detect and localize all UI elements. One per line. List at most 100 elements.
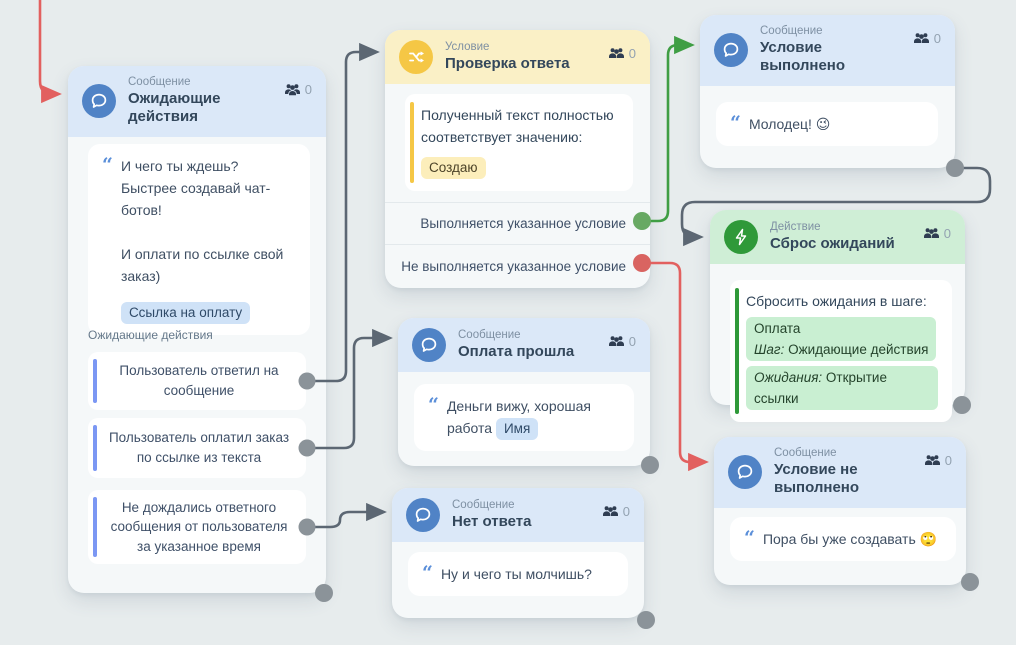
subscribers-count: 0 [628, 46, 636, 61]
node-title: Условие не выполнено [774, 461, 860, 497]
port-no-reply-next[interactable] [637, 611, 655, 629]
node-no-reply[interactable]: Сообщение Нет ответа 0 “ Ну и чего ты мо… [392, 488, 644, 618]
node-condition-met[interactable]: Сообщение Условие выполнено 0 “ Молодец!… [700, 15, 955, 168]
subscribers-count: 0 [943, 226, 951, 241]
message-text: И оплати по ссылке свой заказ) [120, 246, 284, 284]
port-condition-false[interactable] [633, 254, 651, 272]
message-bubble[interactable]: “ Молодец! 😉 [716, 102, 938, 146]
node-type-label: Сообщение [452, 498, 515, 511]
branch-condition-false[interactable]: Не выполняется указанное условие [385, 244, 650, 288]
port-payment-done-next[interactable] [641, 456, 659, 474]
wire-entry-to-waiting [38, 0, 62, 104]
wire-false-to-condition-not-met [642, 261, 709, 472]
subscribers-badge: 0 [608, 40, 636, 61]
people-icon [924, 455, 940, 465]
port-condition-met-next[interactable] [946, 159, 964, 177]
port-replied[interactable] [298, 372, 316, 390]
node-title: Условие выполнено [760, 39, 846, 75]
port-paid[interactable] [298, 439, 316, 457]
port-reset-next[interactable] [953, 396, 971, 414]
node-header: Сообщение Условие не выполнено 0 [714, 437, 966, 508]
quote-icon: “ [730, 112, 741, 134]
wait-action-timeout[interactable]: Не дождались ответного сообщения от поль… [88, 490, 306, 564]
quote-icon: “ [744, 527, 755, 549]
node-type-label: Сообщение [760, 25, 823, 37]
reset-action-text: Сбросить ожидания в шаге: [746, 293, 927, 309]
subscribers-badge: 0 [913, 25, 941, 46]
node-header: Сообщение Оплата прошла 0 [398, 318, 650, 372]
subscribers-count: 0 [944, 453, 952, 468]
branch-condition-true[interactable]: Выполняется указанное условие [385, 202, 650, 244]
node-header: Условие Проверка ответа 0 [385, 30, 650, 84]
reset-expectation-value: Открытие ссылки [754, 370, 887, 406]
subscribers-count: 0 [622, 504, 630, 519]
people-icon [608, 48, 624, 58]
subscribers-badge: 0 [923, 220, 951, 241]
node-title: Нет ответа [452, 512, 532, 530]
quote-icon: “ [102, 154, 113, 176]
quote-icon: “ [428, 394, 439, 416]
people-icon [913, 33, 929, 43]
message-bubble[interactable]: “ Пора бы уже создавать 🙄 [730, 517, 956, 561]
port-timeout[interactable] [298, 518, 316, 536]
node-type-label: Сообщение [458, 328, 521, 341]
node-title: Ожидающие действия [128, 90, 221, 126]
shuffle-icon [399, 40, 433, 74]
message-text: Пора бы уже создавать 🙄 [762, 531, 938, 547]
chat-bubble-icon [406, 498, 440, 532]
subscribers-badge: 0 [924, 447, 952, 468]
message-text: Ну и чего ты молчишь? [440, 566, 592, 582]
node-type-label: Сообщение [128, 76, 191, 88]
condition-value-chip: Создаю [421, 157, 486, 179]
message-bubble[interactable]: “ Ну и чего ты молчишь? [408, 552, 628, 596]
chat-bubble-icon [714, 33, 748, 68]
node-title: Проверка ответа [445, 54, 570, 72]
people-icon [608, 336, 624, 346]
waiting-actions-section-label: Ожидающие действия [88, 328, 213, 342]
port-condition-true[interactable] [633, 212, 651, 230]
chat-bubble-icon [82, 84, 116, 119]
reset-step-value: Ожидающие действия [784, 342, 929, 357]
message-bubble[interactable]: “ И чего ты ждешь? Быстрее создавай чат-… [88, 144, 310, 335]
people-icon [923, 228, 939, 238]
message-text: Молодец! 😉 [748, 116, 831, 132]
wait-action-replied[interactable]: Пользователь ответил на сообщение [88, 352, 306, 410]
quote-icon: “ [422, 562, 433, 584]
node-reset-expectations[interactable]: Действие Сброс ожиданий 0 Сбросить ожида… [710, 210, 965, 422]
reset-expectation-label: Ожидания: [754, 370, 823, 385]
node-title: Оплата прошла [458, 342, 575, 360]
condition-rule-text: Полученный текст полностью соответствует… [421, 107, 614, 145]
node-condition-not-met[interactable]: Сообщение Условие не выполнено 0 “ Пора … [714, 437, 966, 585]
name-variable-chip[interactable]: Имя [495, 418, 539, 440]
subscribers-count: 0 [628, 334, 636, 349]
reset-step-chip: Оплата Шаг: Ожидающие действия [746, 317, 937, 361]
node-type-label: Действие [770, 220, 821, 233]
people-icon [602, 506, 618, 516]
chat-bubble-icon [728, 455, 762, 490]
port-waiting-next[interactable] [315, 584, 333, 602]
node-payment-done[interactable]: Сообщение Оплата прошла 0 “ Деньги вижу,… [398, 318, 650, 466]
condition-rule-box[interactable]: Полученный текст полностью соответствует… [405, 94, 633, 191]
message-bubble[interactable]: “ Деньги вижу, хорошая работа Имя [414, 384, 634, 451]
payment-link-chip[interactable]: Ссылка на оплату [120, 302, 251, 324]
reset-expectation-chip: Ожидания: Открытие ссылки [746, 366, 938, 410]
node-title: Сброс ожиданий [770, 234, 895, 252]
subscribers-badge: 0 [602, 498, 630, 519]
people-icon [284, 84, 300, 96]
subscribers-count: 0 [933, 31, 941, 46]
node-type-label: Сообщение [774, 447, 837, 459]
port-condition-not-met-next[interactable] [961, 573, 979, 591]
lightning-icon [724, 220, 758, 254]
node-header: Сообщение Нет ответа 0 [392, 488, 644, 542]
message-text: Деньги вижу, хорошая работа [446, 398, 592, 436]
node-waiting-actions[interactable]: Сообщение Ожидающие действия 0 “ И чего … [68, 66, 326, 593]
message-text: И чего ты ждешь? Быстрее создавай чат-бо… [120, 158, 271, 218]
node-check-reply[interactable]: Условие Проверка ответа 0 Полученный тек… [385, 30, 650, 288]
wait-action-paid[interactable]: Пользователь оплатил заказ по ссылке из … [88, 418, 306, 478]
reset-action-box[interactable]: Сбросить ожидания в шаге: Оплата Шаг: Ож… [730, 280, 952, 422]
node-header: Сообщение Ожидающие действия 0 [68, 66, 326, 137]
reset-step-label: Шаг: [754, 342, 785, 357]
subscribers-badge: 0 [608, 328, 636, 349]
reset-step-title: Оплата [754, 321, 801, 336]
